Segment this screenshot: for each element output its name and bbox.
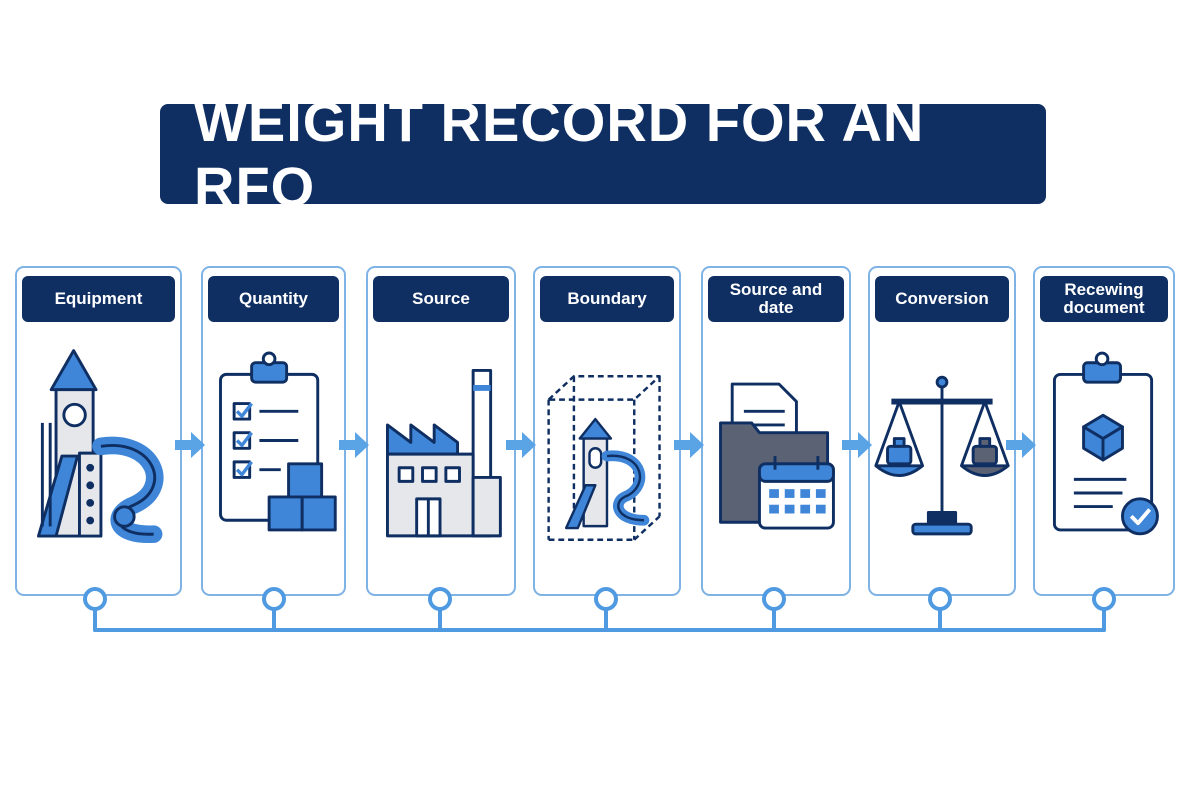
arrow-right-icon [175, 432, 205, 458]
step-conversion: Conversion [868, 266, 1016, 596]
step-equipment: Equipment [15, 266, 182, 596]
page-title: WEIGHT RECORD FOR AN RFQ [194, 90, 925, 218]
arrow-right-icon [674, 432, 704, 458]
step-label: Equipment [22, 276, 175, 322]
step-label: Boundary [540, 276, 674, 322]
factory-icon [368, 338, 514, 578]
connector-timeline [0, 580, 1200, 650]
step-label: Conversion [875, 276, 1009, 322]
balance-scale-icon [870, 338, 1014, 578]
step-label: Source [373, 276, 509, 322]
boundary-box-icon [535, 338, 679, 578]
title-banner: WEIGHT RECORD FOR AN RFQ [160, 90, 1046, 218]
step-boundary: Boundary [533, 266, 681, 596]
step-label: Source and date [708, 276, 844, 322]
folder-calendar-icon [703, 338, 849, 578]
arrow-right-icon [339, 432, 369, 458]
step-source: Source [366, 266, 516, 596]
arrow-right-icon [842, 432, 872, 458]
step-label: Recewing document [1040, 276, 1168, 322]
step-receiving-document: Recewing document [1033, 266, 1175, 596]
step-source-and-date: Source and date [701, 266, 851, 596]
step-label: Quantity [208, 276, 339, 322]
arrow-right-icon [1006, 432, 1036, 458]
clipboard-checklist-icon [203, 338, 344, 578]
receiving-document-icon [1035, 338, 1173, 578]
step-quantity: Quantity [201, 266, 346, 596]
arrow-right-icon [506, 432, 536, 458]
playground-icon [17, 338, 180, 578]
